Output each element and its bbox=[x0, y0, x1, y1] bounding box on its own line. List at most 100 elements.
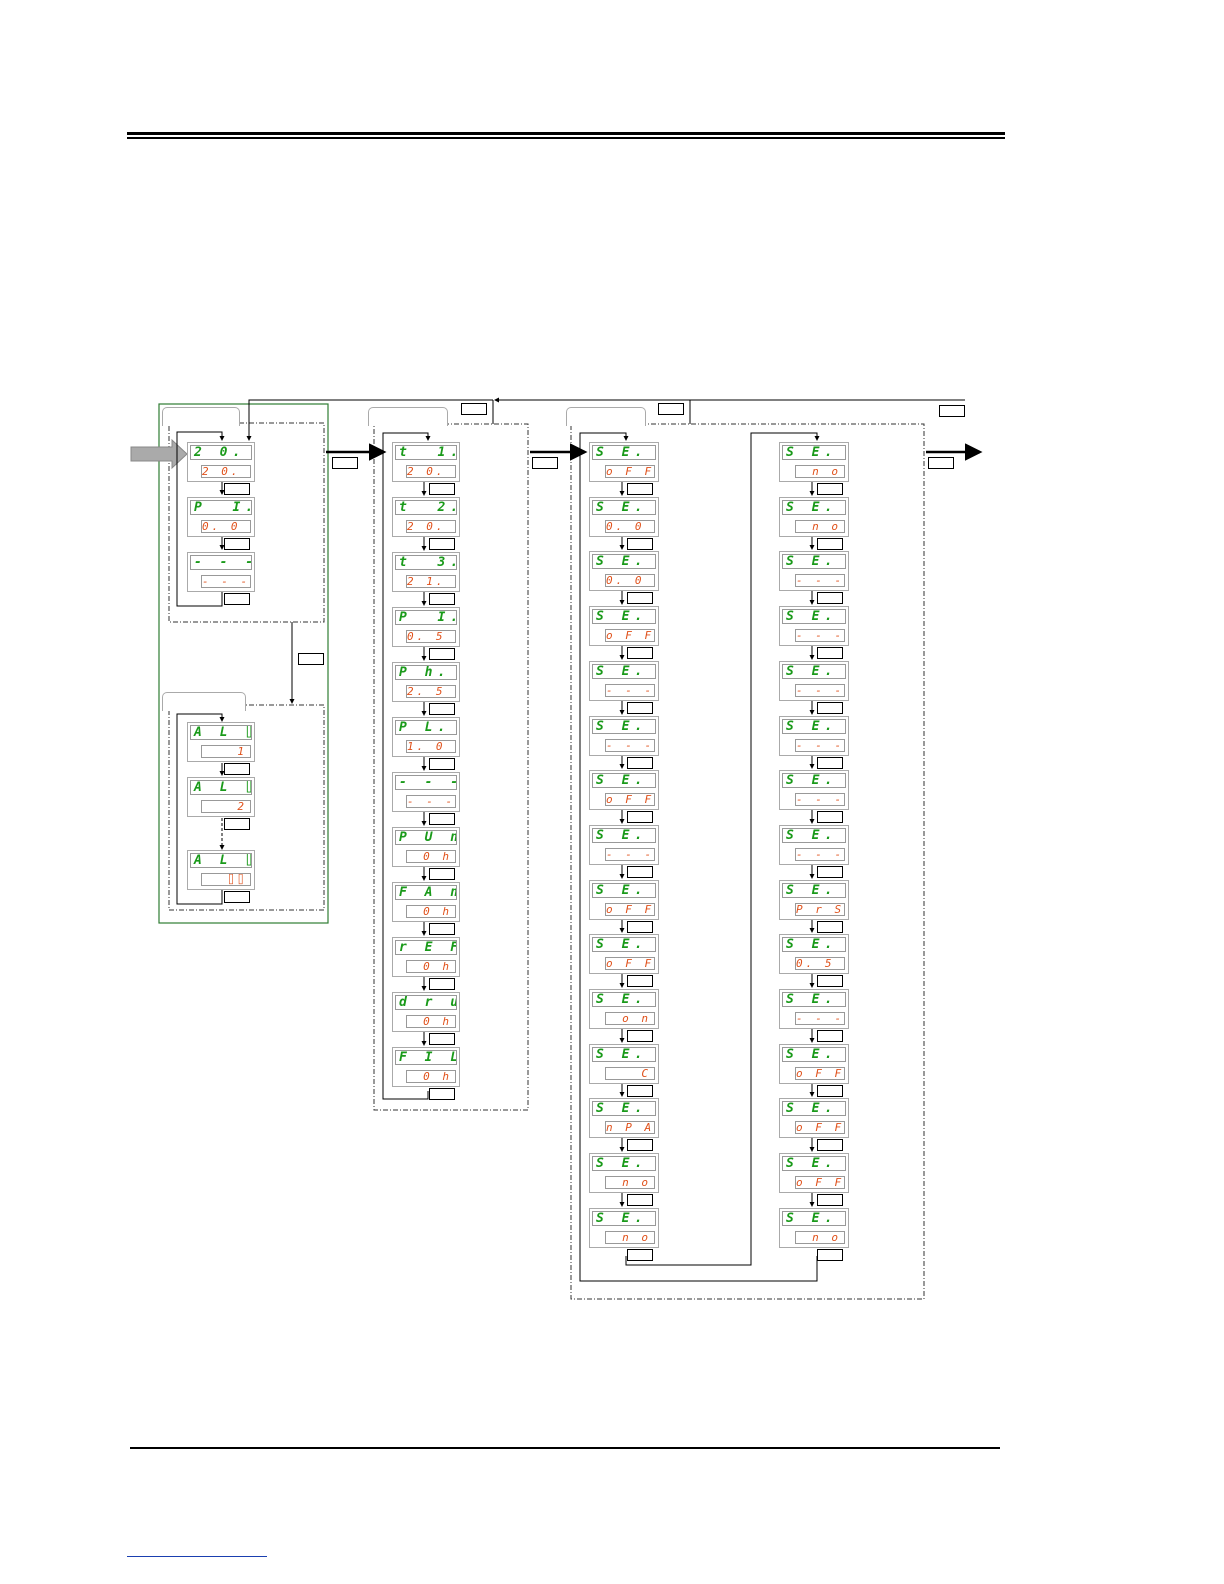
parameter-value: C bbox=[605, 1067, 655, 1080]
parameter-value: 2 0. 4 bbox=[406, 465, 456, 478]
parameter-value: - - - - bbox=[605, 684, 655, 697]
parameter-code: t 3. bbox=[395, 555, 457, 570]
parameter-value: 2. 5 0 bbox=[406, 685, 456, 698]
key-step bbox=[817, 538, 843, 550]
key-step bbox=[429, 923, 455, 935]
parameter-value: o F F bbox=[795, 1121, 845, 1134]
key-step bbox=[429, 758, 455, 770]
parameter-value: o F F bbox=[605, 629, 655, 642]
display-panel: S E. 2 0 - - - - bbox=[779, 661, 849, 701]
display-panel: S E. 2 2- - - - bbox=[779, 770, 849, 810]
key-step bbox=[224, 483, 250, 495]
key-step bbox=[817, 1249, 843, 1261]
key-step bbox=[627, 757, 653, 769]
parameter-value: - - - - bbox=[406, 795, 456, 808]
key-step bbox=[627, 702, 653, 714]
parameter-value: 0 h bbox=[406, 1015, 456, 1028]
parameter-code: S E. 2 3 bbox=[782, 828, 846, 843]
parameter-value: 2 0. 0 bbox=[201, 465, 251, 478]
key-step bbox=[429, 868, 455, 880]
parameter-value: o F F bbox=[605, 793, 655, 806]
parameter-value: 0 h bbox=[406, 905, 456, 918]
header-rule-thin bbox=[127, 137, 1005, 139]
display-panel: S E. 2 8o F F bbox=[779, 1098, 849, 1138]
display-panel: S E. 2 6- - - - bbox=[779, 989, 849, 1029]
display-panel: S E. 2 50. 5 0 bbox=[779, 934, 849, 974]
key-return bbox=[939, 405, 965, 417]
parameter-value: 0. 5 0 bbox=[406, 630, 456, 643]
parameter-code: S E. 1 8 bbox=[782, 554, 846, 569]
key-step bbox=[817, 1194, 843, 1206]
parameter-code: P h. bbox=[395, 665, 457, 680]
key-step bbox=[224, 891, 250, 903]
parameter-value: - - - - bbox=[795, 793, 845, 806]
parameter-value: o F F bbox=[605, 957, 655, 970]
display-panel: P h. 2. 5 0 bbox=[392, 662, 460, 702]
parameter-value: - - - - bbox=[795, 684, 845, 697]
display-panel: S E. 1 5n o bbox=[589, 1208, 659, 1248]
parameter-code: A L ⌷⌷ bbox=[190, 725, 252, 740]
parameter-value: n o bbox=[605, 1231, 655, 1244]
key-step bbox=[429, 648, 455, 660]
key-step bbox=[224, 593, 250, 605]
display-panel: S E. 0 8- - - - bbox=[589, 825, 659, 865]
parameter-value: 0. 0 0 bbox=[201, 520, 251, 533]
display-panel: S E. 0 4o F F bbox=[589, 606, 659, 646]
display-panel: S E. 0 5 - - - - bbox=[589, 661, 659, 701]
display-panel: S E. 0 7 o F F bbox=[589, 770, 659, 810]
parameter-value: 1 bbox=[201, 745, 251, 758]
parameter-code: S E. 0 5 bbox=[592, 664, 656, 679]
parameter-value: o F F bbox=[605, 903, 655, 916]
parameter-code: S E. 1 4 bbox=[592, 1156, 656, 1171]
display-panel: S E. 1 7n o bbox=[779, 497, 849, 537]
parameter-code: A L ⌷⌷ bbox=[190, 853, 252, 868]
key-step bbox=[817, 483, 843, 495]
parameter-code: S E. 2 4 bbox=[782, 883, 846, 898]
key-step bbox=[627, 647, 653, 659]
display-panel: 2 0. 42 0. 0 bbox=[187, 442, 255, 482]
key-step bbox=[627, 1194, 653, 1206]
display-panel: A L ⌷⌷⌷⌷ bbox=[187, 850, 255, 890]
footer-link-underline[interactable] bbox=[127, 1556, 267, 1557]
parameter-code: S E. 1 9 bbox=[782, 609, 846, 624]
parameter-value: n o bbox=[795, 465, 845, 478]
parameter-code: S E. 3 0 bbox=[782, 1211, 846, 1226]
display-panel: S E. 0 1o F F bbox=[589, 442, 659, 482]
display-panel: S E. 3 0n o bbox=[779, 1208, 849, 1248]
parameter-code: S E. 0 9 bbox=[592, 883, 656, 898]
parameter-code: F A n n bbox=[395, 885, 457, 900]
key-step bbox=[627, 975, 653, 987]
key-step bbox=[817, 757, 843, 769]
parameter-code: S E. 1 1 bbox=[592, 992, 656, 1007]
key-next bbox=[532, 457, 558, 469]
parameter-code: S E. 1 0 bbox=[592, 937, 656, 952]
display-panel: S E. 2 9o F F bbox=[779, 1153, 849, 1193]
key-step bbox=[817, 647, 843, 659]
display-panel: P I. 0. 5 0 bbox=[392, 607, 460, 647]
entry-arrow bbox=[130, 438, 188, 470]
parameter-value: - - - - bbox=[795, 739, 845, 752]
parameter-code: S E. 1 6 bbox=[782, 445, 846, 460]
display-panel: P L.1. 0 0 bbox=[392, 717, 460, 757]
setup-group-frame bbox=[570, 423, 925, 1300]
key-step bbox=[429, 538, 455, 550]
parameter-code: S E. 2 0 bbox=[782, 664, 846, 679]
display-panel: S E. 2 3- - - - bbox=[779, 825, 849, 865]
display-panel: S E. 1 9- - - - bbox=[779, 606, 849, 646]
display-panel: F A n n 0 h bbox=[392, 882, 460, 922]
monitor-alarm-frame bbox=[158, 403, 329, 924]
tab-info bbox=[368, 407, 448, 426]
parameter-code: S E. 2 9 bbox=[782, 1156, 846, 1171]
parameter-code: - - - - bbox=[395, 775, 457, 790]
parameter-value: 0 h bbox=[406, 960, 456, 973]
key-step bbox=[817, 975, 843, 987]
display-panel: S E. 1 2C bbox=[589, 1044, 659, 1084]
parameter-code: P I. bbox=[395, 610, 457, 625]
display-panel: t 2.2 0. 6 bbox=[392, 497, 460, 537]
parameter-code: P L. bbox=[395, 720, 457, 735]
parameter-code: F I L t. bbox=[395, 1050, 457, 1065]
parameter-code: S E. 0 7 bbox=[592, 773, 656, 788]
parameter-value: 0 h bbox=[406, 1070, 456, 1083]
key-step bbox=[817, 592, 843, 604]
